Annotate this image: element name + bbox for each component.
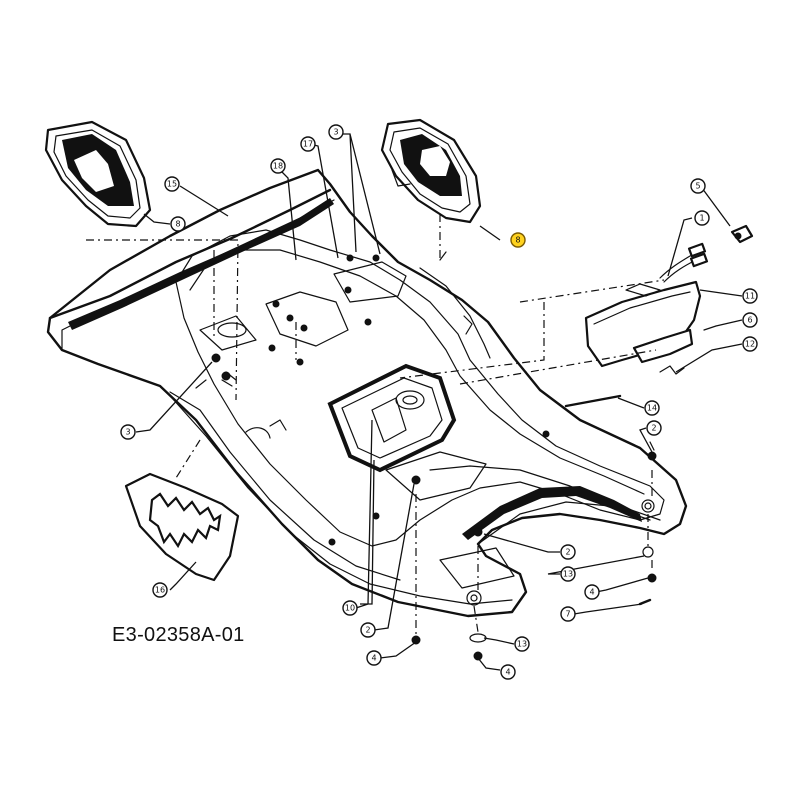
svg-text:4: 4 bbox=[589, 588, 594, 597]
svg-text:13: 13 bbox=[517, 640, 527, 649]
callout-17: 17 bbox=[300, 136, 316, 152]
svg-text:13: 13 bbox=[563, 570, 573, 579]
svg-text:2: 2 bbox=[565, 548, 570, 557]
callout-13-right: 13 bbox=[560, 566, 576, 582]
callout-8-left: 8 bbox=[170, 216, 186, 232]
hardware bbox=[195, 251, 657, 661]
switch-and-cable bbox=[659, 224, 754, 283]
callout-2-front: 2 bbox=[560, 544, 576, 560]
svg-text:4: 4 bbox=[505, 668, 510, 677]
svg-text:8: 8 bbox=[175, 220, 180, 229]
callout-3-left: 3 bbox=[120, 424, 136, 440]
callout-18: 18 bbox=[270, 158, 286, 174]
svg-text:2: 2 bbox=[651, 424, 656, 433]
callout-5: 5 bbox=[690, 178, 706, 194]
callout-16: 16 bbox=[152, 582, 168, 598]
front-trim bbox=[462, 486, 642, 540]
svg-text:1: 1 bbox=[699, 214, 704, 223]
callout-10: 10 bbox=[342, 600, 358, 616]
svg-text:3: 3 bbox=[333, 128, 338, 137]
callout-8-right-highlighted[interactable]: 8 bbox=[510, 232, 526, 248]
svg-text:7: 7 bbox=[565, 610, 570, 619]
svg-text:5: 5 bbox=[695, 182, 700, 191]
leader-lines bbox=[86, 133, 743, 671]
rod-and-spring bbox=[564, 325, 717, 408]
svg-text:10: 10 bbox=[345, 604, 355, 613]
headlight-lens-left bbox=[44, 120, 152, 228]
callout-4-center: 4 bbox=[366, 650, 382, 666]
headlight-lens-right bbox=[380, 118, 482, 224]
svg-text:17: 17 bbox=[303, 140, 313, 149]
svg-text:2: 2 bbox=[365, 626, 370, 635]
step-plate bbox=[124, 472, 240, 582]
svg-text:4: 4 bbox=[371, 654, 376, 663]
callout-7: 7 bbox=[560, 606, 576, 622]
callout-3-top: 3 bbox=[328, 124, 344, 140]
callout-15: 15 bbox=[164, 176, 180, 192]
callout-2-right: 2 bbox=[646, 420, 662, 436]
callout-12: 12 bbox=[742, 336, 758, 352]
callout-2-center: 2 bbox=[360, 622, 376, 638]
callout-4-right: 4 bbox=[584, 584, 600, 600]
steering-opening bbox=[327, 363, 457, 473]
callout-4-front: 4 bbox=[500, 664, 516, 680]
callout-11: 11 bbox=[742, 288, 758, 304]
callout-13-front: 13 bbox=[514, 636, 530, 652]
drawing-code-label: E3-02358A-01 bbox=[112, 624, 245, 646]
callout-6: 6 bbox=[742, 312, 758, 328]
svg-text:11: 11 bbox=[745, 292, 755, 301]
svg-text:16: 16 bbox=[155, 586, 165, 595]
svg-text:8: 8 bbox=[515, 236, 520, 245]
callout-1: 1 bbox=[694, 210, 710, 226]
svg-text:15: 15 bbox=[167, 180, 177, 189]
hood-body bbox=[46, 168, 688, 618]
svg-text:12: 12 bbox=[745, 340, 755, 349]
cover-panel bbox=[584, 280, 702, 368]
svg-text:3: 3 bbox=[125, 428, 130, 437]
callout-14: 14 bbox=[644, 400, 660, 416]
svg-text:18: 18 bbox=[273, 162, 283, 171]
svg-text:14: 14 bbox=[647, 404, 657, 413]
svg-text:6: 6 bbox=[747, 316, 752, 325]
